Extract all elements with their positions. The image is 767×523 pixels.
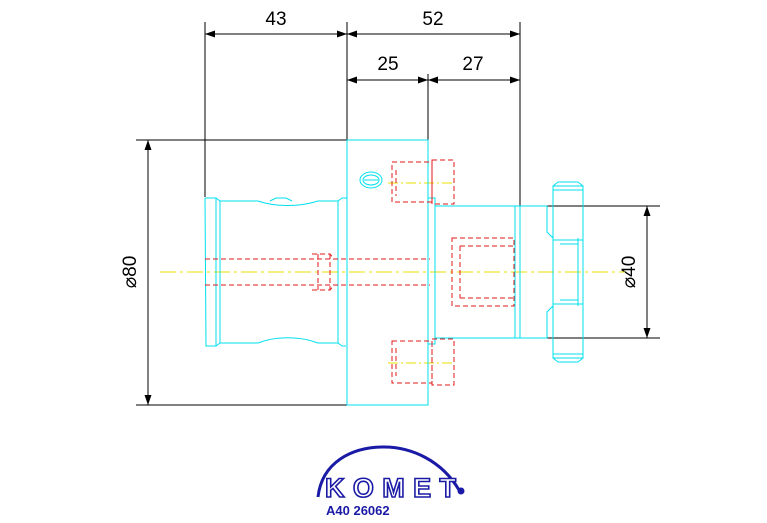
komet-logo: KOMET — [316, 445, 465, 504]
dim-text-43: 43 — [265, 9, 286, 30]
logo-text: KOMET — [325, 473, 457, 503]
dim-text-dia40: ⌀40 — [619, 256, 640, 289]
shank — [204, 197, 347, 347]
dim-text-27: 27 — [462, 54, 483, 75]
dim-text-52: 52 — [422, 9, 443, 30]
dim-text-dia80: ⌀80 — [120, 256, 141, 289]
dimension-lines — [136, 22, 660, 406]
logo-registered-dot — [457, 487, 465, 495]
neck — [434, 205, 521, 339]
part-code: A40 26062 — [326, 503, 390, 518]
lock-screw — [359, 171, 383, 189]
hidden-lines — [205, 159, 515, 386]
logo-arc — [316, 445, 461, 498]
dim-text-25: 25 — [377, 54, 398, 75]
